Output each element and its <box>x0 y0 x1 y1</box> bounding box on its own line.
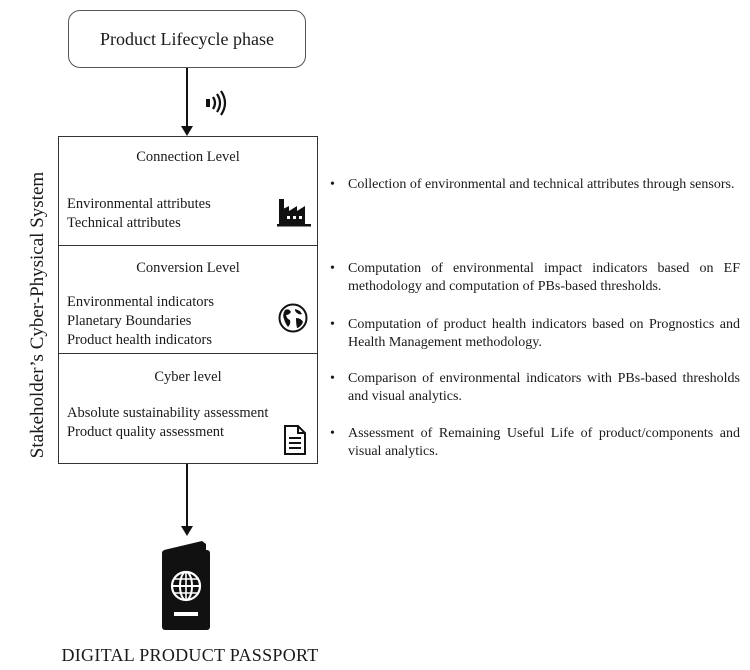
document-icon <box>284 425 306 455</box>
bullet-text-4: Comparison of environmental indicators w… <box>348 371 740 404</box>
conversion-attr-3: Product health indicators <box>67 332 212 348</box>
cyber-attr-1: Absolute sustainability assessment <box>67 405 269 421</box>
bullet-dot: • <box>330 317 335 332</box>
connection-attr-1: Environmental attributes <box>67 196 211 212</box>
product-lifecycle-phase-box: Product Lifecycle phase <box>68 10 306 68</box>
cyber-level-title: Cyber level <box>154 369 222 385</box>
wireless-signal-icon <box>206 90 227 116</box>
conversion-level: Conversion Level Environmental indicator… <box>59 245 317 353</box>
globe-icon <box>278 303 308 333</box>
digital-product-passport-label: DIGITAL PRODUCT PASSPORT <box>61 645 319 665</box>
bullet-dot: • <box>330 371 335 386</box>
bullet-dot: • <box>330 177 335 192</box>
phase-box-label: Product Lifecycle phase <box>100 28 274 49</box>
side-label: Stakeholder’s Cyber-Physical System <box>27 171 48 459</box>
bullet-text-1: Collection of environmental and technica… <box>348 177 735 192</box>
arrow-head-top <box>181 126 193 136</box>
factory-icon <box>277 199 311 227</box>
arrow-line-top <box>186 68 188 128</box>
conversion-attr-2: Planetary Boundaries <box>67 313 192 329</box>
connection-level-title: Connection Level <box>136 149 240 165</box>
bullet-dot: • <box>330 426 335 441</box>
bullet-text-2: Computation of environmental impact indi… <box>348 261 740 294</box>
arrow-line-bottom <box>186 464 188 528</box>
passport-icon <box>162 541 210 630</box>
bullet-text-5: Assessment of Remaining Useful Life of p… <box>348 426 740 459</box>
conversion-attr-1: Environmental indicators <box>67 294 214 310</box>
conversion-level-title: Conversion Level <box>136 260 240 276</box>
side-label-container: Stakeholder’s Cyber-Physical System <box>14 150 48 480</box>
bullet-text-3: Computation of product health indicators… <box>348 317 740 350</box>
cyber-physical-system-stack: Connection Level Environmental attribute… <box>58 136 318 464</box>
connection-level: Connection Level Environmental attribute… <box>59 137 317 245</box>
cyber-level: Cyber level Absolute sustainability asse… <box>59 353 317 463</box>
arrow-head-bottom <box>181 526 193 536</box>
cyber-attr-2: Product quality assessment <box>67 424 225 440</box>
connection-attr-2: Technical attributes <box>67 215 181 231</box>
bullet-dot: • <box>330 261 335 276</box>
